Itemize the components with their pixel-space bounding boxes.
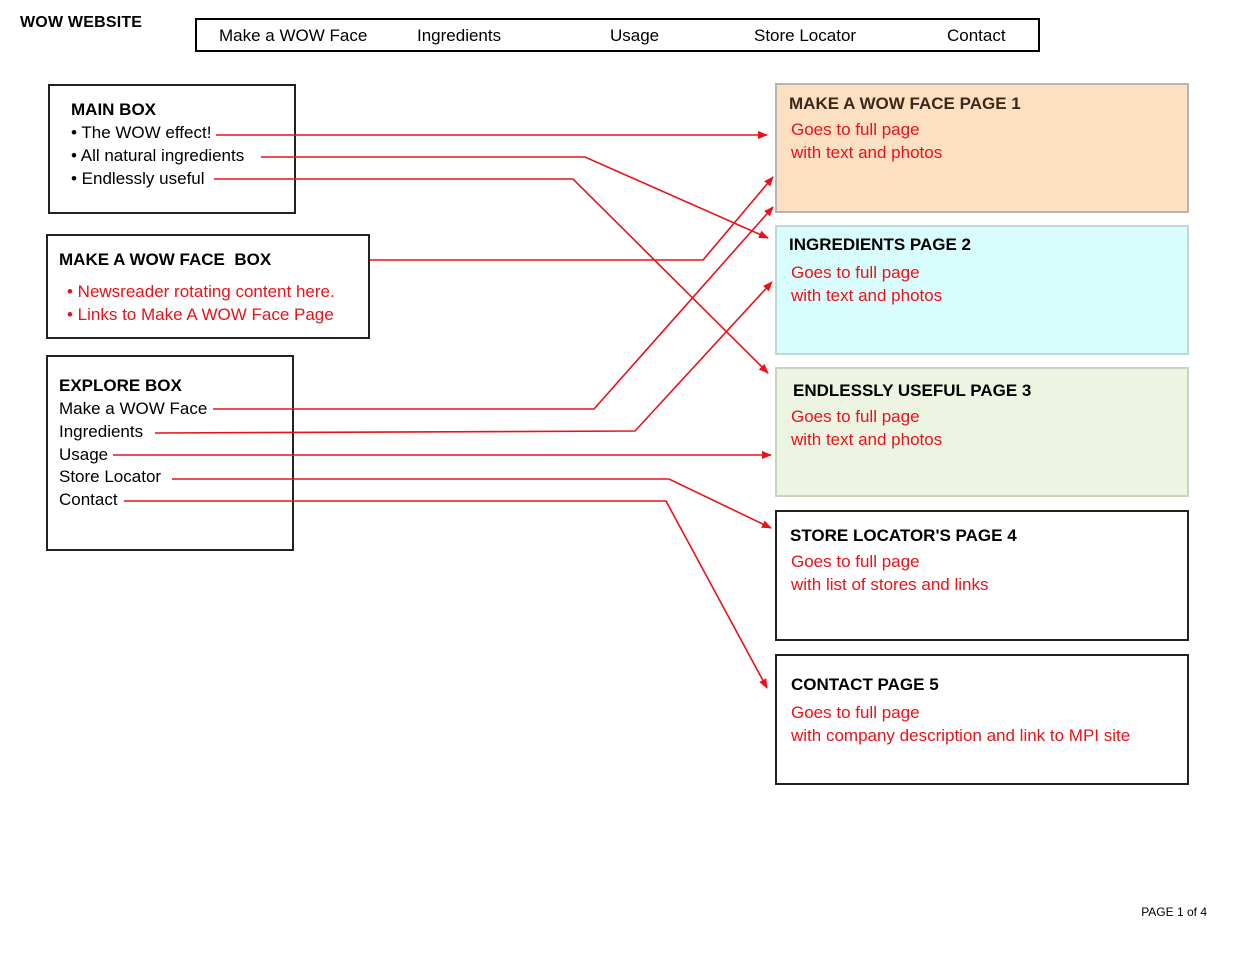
explore-item-store-locator[interactable]: Store Locator bbox=[59, 467, 162, 486]
explore-item-contact[interactable]: Contact bbox=[59, 490, 118, 509]
page-4-desc-line1: Goes to full page bbox=[791, 552, 920, 571]
page-box-ingredients[interactable]: INGREDIENTS PAGE 2 Goes to full page wit… bbox=[775, 225, 1189, 355]
page-3-desc-line2: with text and photos bbox=[791, 430, 943, 449]
arrow-explore-store-locator-to-page-4 bbox=[172, 478, 772, 529]
page-2-desc-line1: Goes to full page bbox=[791, 263, 920, 282]
page-footer: PAGE 1 of 4 bbox=[1141, 905, 1207, 919]
top-navigation-bar: Make a WOW Face Ingredients Usage Store … bbox=[195, 18, 1040, 52]
page-5-desc-line1: Goes to full page bbox=[791, 703, 920, 722]
page-4-title: STORE LOCATOR'S PAGE 4 bbox=[790, 526, 1017, 545]
arrow-explore-contact-to-page-5 bbox=[124, 500, 768, 689]
site-title: WOW WEBSITE bbox=[20, 14, 143, 31]
arrow-endlessly-useful-to-page-3 bbox=[214, 178, 769, 374]
page-2-description: Goes to full page with text and photos bbox=[791, 261, 942, 307]
page-4-description: Goes to full page with list of stores an… bbox=[791, 550, 988, 596]
arrow-wow-face-box-to-page-1 bbox=[370, 176, 774, 261]
explore-box: EXPLORE BOX Make a WOW Face Ingredients … bbox=[46, 355, 294, 551]
arrow-explore-ingredients-to-page-2 bbox=[154, 281, 773, 434]
explore-item-make-a-wow-face[interactable]: Make a WOW Face bbox=[59, 399, 208, 418]
page-5-description: Goes to full page with company descripti… bbox=[791, 701, 1130, 747]
nav-item-usage[interactable]: Usage bbox=[610, 26, 660, 45]
page-box-store-locator[interactable]: STORE LOCATOR'S PAGE 4 Goes to full page… bbox=[775, 510, 1189, 641]
nav-item-make-a-wow-face[interactable]: Make a WOW Face bbox=[219, 26, 368, 45]
make-a-wow-face-box: MAKE A WOW FACE BOX • Newsreader rotatin… bbox=[46, 234, 370, 339]
nav-item-store-locator[interactable]: Store Locator bbox=[754, 26, 857, 45]
main-box-item-wow-effect[interactable]: • The WOW effect! bbox=[71, 123, 212, 142]
wow-face-box-item-links[interactable]: • Links to Make A WOW Face Page bbox=[67, 305, 334, 324]
main-box: MAIN BOX • The WOW effect! • All natural… bbox=[48, 84, 296, 214]
wow-face-box-item-newsreader: • Newsreader rotating content here. bbox=[67, 282, 335, 301]
explore-item-usage[interactable]: Usage bbox=[59, 445, 109, 464]
page-5-title: CONTACT PAGE 5 bbox=[791, 675, 939, 694]
page-1-description: Goes to full page with text and photos bbox=[791, 118, 942, 164]
page-4-desc-line2: with list of stores and links bbox=[791, 575, 989, 594]
page-box-endlessly-useful[interactable]: ENDLESSLY USEFUL PAGE 3 Goes to full pag… bbox=[775, 367, 1189, 497]
arrow-natural-ingredients-to-page-2 bbox=[261, 156, 769, 239]
main-box-item-natural-ingredients[interactable]: • All natural ingredients bbox=[71, 146, 245, 165]
page-3-title: ENDLESSLY USEFUL PAGE 3 bbox=[793, 381, 1032, 400]
page-2-desc-line2: with text and photos bbox=[791, 286, 943, 305]
explore-item-ingredients[interactable]: Ingredients bbox=[59, 422, 144, 441]
page-5-desc-line2: with company description and link to MPI… bbox=[791, 726, 1131, 745]
page-1-title: MAKE A WOW FACE PAGE 1 bbox=[789, 94, 1021, 113]
main-box-title: MAIN BOX bbox=[71, 100, 156, 119]
wow-face-box-title: MAKE A WOW FACE BOX bbox=[59, 250, 272, 269]
nav-item-ingredients[interactable]: Ingredients bbox=[417, 26, 502, 45]
page-box-make-a-wow-face[interactable]: MAKE A WOW FACE PAGE 1 Goes to full page… bbox=[775, 83, 1189, 213]
nav-item-contact[interactable]: Contact bbox=[947, 26, 1006, 45]
page-1-desc-line1: Goes to full page bbox=[791, 120, 920, 139]
page-1-desc-line2: with text and photos bbox=[791, 143, 943, 162]
page-2-title: INGREDIENTS PAGE 2 bbox=[789, 235, 971, 254]
page-3-desc-line1: Goes to full page bbox=[791, 407, 920, 426]
page-box-contact[interactable]: CONTACT PAGE 5 Goes to full page with co… bbox=[775, 654, 1189, 785]
page-3-description: Goes to full page with text and photos bbox=[791, 405, 942, 451]
main-box-item-endlessly-useful[interactable]: • Endlessly useful bbox=[71, 169, 205, 188]
explore-box-title: EXPLORE BOX bbox=[59, 376, 182, 395]
arrow-explore-wow-face-to-page-1 bbox=[213, 206, 774, 410]
